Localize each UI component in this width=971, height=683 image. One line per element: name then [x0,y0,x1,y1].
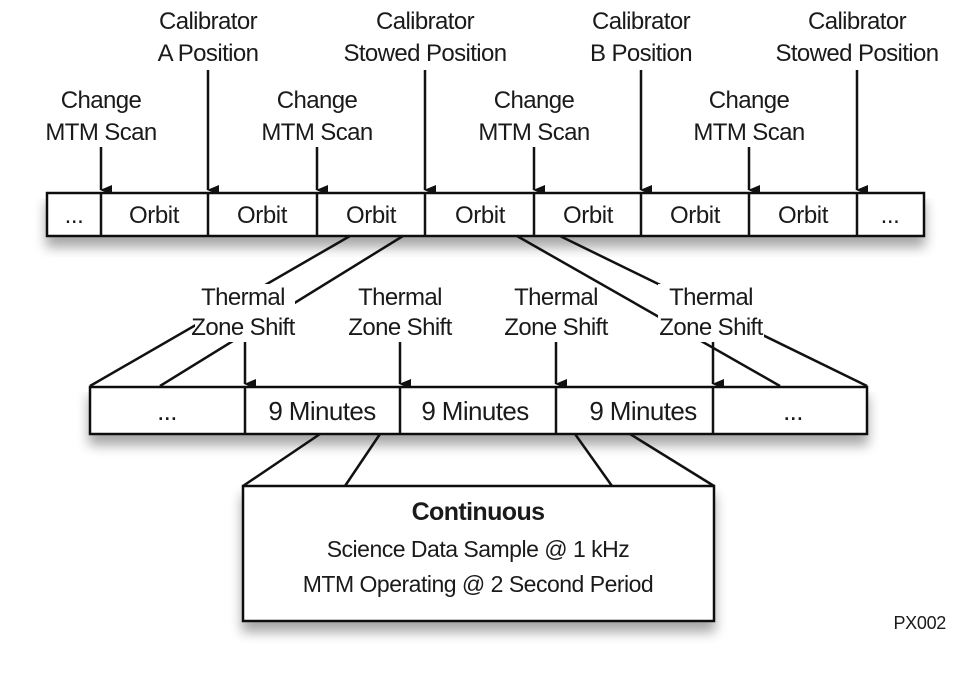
orbit-cell: Orbit [563,202,614,229]
label-line: MTM Scan [478,119,589,146]
label-change-scan-2: Change MTM Scan [261,87,373,146]
label-calibrator-b: Calibrator B Position [590,8,693,67]
label-line: Calibrator [159,8,258,35]
zoom-line [573,433,614,487]
minutes-cell: 9 Minutes [421,396,529,426]
zoom-line [516,234,781,388]
minutes-row: ... 9 Minutes 9 Minutes 9 Minutes ... [88,385,869,436]
label-line: Calibrator [592,8,691,35]
label-thermal-3: Thermal Zone Shift [504,284,609,341]
label-thermal-4: Thermal Zone Shift [658,284,764,342]
orbit-cell: Orbit [778,202,829,229]
label-change-scan-3: Change MTM Scan [478,87,590,146]
label-line: Change [61,87,142,114]
label-line: Calibrator [376,8,475,35]
label-line: MTM Scan [261,119,372,146]
label-thermal-2: Thermal Zone Shift [348,284,453,341]
label-change-scan-4: Change MTM Scan [693,87,805,146]
label-calibrator-stowed-1: Calibrator Stowed Position [343,8,507,67]
mid-arrows [243,342,724,389]
zoom-line [343,433,382,487]
orbit-cell: Orbit [455,202,506,229]
label-line: Zone Shift [659,314,763,341]
label-line: Stowed Position [343,40,506,67]
label-change-scan-1: Change MTM Scan [45,87,157,146]
label-line: Calibrator [808,8,907,35]
orbit-cell: Orbit [346,202,397,229]
label-line: A Position [158,40,259,67]
detail-title: Continuous [412,498,545,526]
minutes-cell: 9 Minutes [268,396,376,426]
minutes-cell: ... [783,396,803,426]
label-line: B Position [590,40,692,67]
label-line: Zone Shift [348,314,452,341]
minutes-cell: 9 Minutes [589,396,697,426]
zoom-line [242,432,321,488]
minutes-row-frame [88,385,869,436]
orbit-row: ... Orbit Orbit Orbit Orbit Orbit Orbit … [45,191,926,238]
detail-line: MTM Operating @ 2 Second Period [303,571,653,597]
detail-box: Continuous Science Data Sample @ 1 kHz M… [241,484,716,623]
zoom-lines-minutes [242,432,715,488]
orbit-cell: Orbit [237,202,288,229]
label-line: Change [277,87,358,114]
label-calibrator-a: Calibrator A Position [158,8,259,67]
orbit-cell: ... [881,202,900,229]
label-line: Zone Shift [191,314,295,341]
label-line: Stowed Position [775,40,938,67]
label-line: Zone Shift [504,314,608,341]
label-backdrop [658,284,764,342]
orbit-cell: ... [65,202,84,229]
label-line: MTM Scan [693,119,804,146]
label-line: Thermal [201,284,285,311]
label-line: Thermal [514,284,598,311]
label-line: Thermal [669,284,753,311]
zoom-line [629,432,715,488]
top-arrows [99,70,868,195]
figure-code: PX002 [893,613,946,633]
minutes-cell: ... [157,396,177,426]
label-line: Change [709,87,790,114]
label-thermal-1: Thermal Zone Shift [191,284,296,342]
label-backdrop [195,284,295,342]
detail-line: Science Data Sample @ 1 kHz [327,536,630,562]
label-line: MTM Scan [45,119,156,146]
orbit-row-frame [45,191,926,238]
label-line: Thermal [358,284,442,311]
orbit-cell: Orbit [670,202,721,229]
label-line: Change [494,87,575,114]
label-calibrator-stowed-2: Calibrator Stowed Position [775,8,939,67]
detail-box-frame [241,484,716,623]
orbit-cell: Orbit [129,202,180,229]
